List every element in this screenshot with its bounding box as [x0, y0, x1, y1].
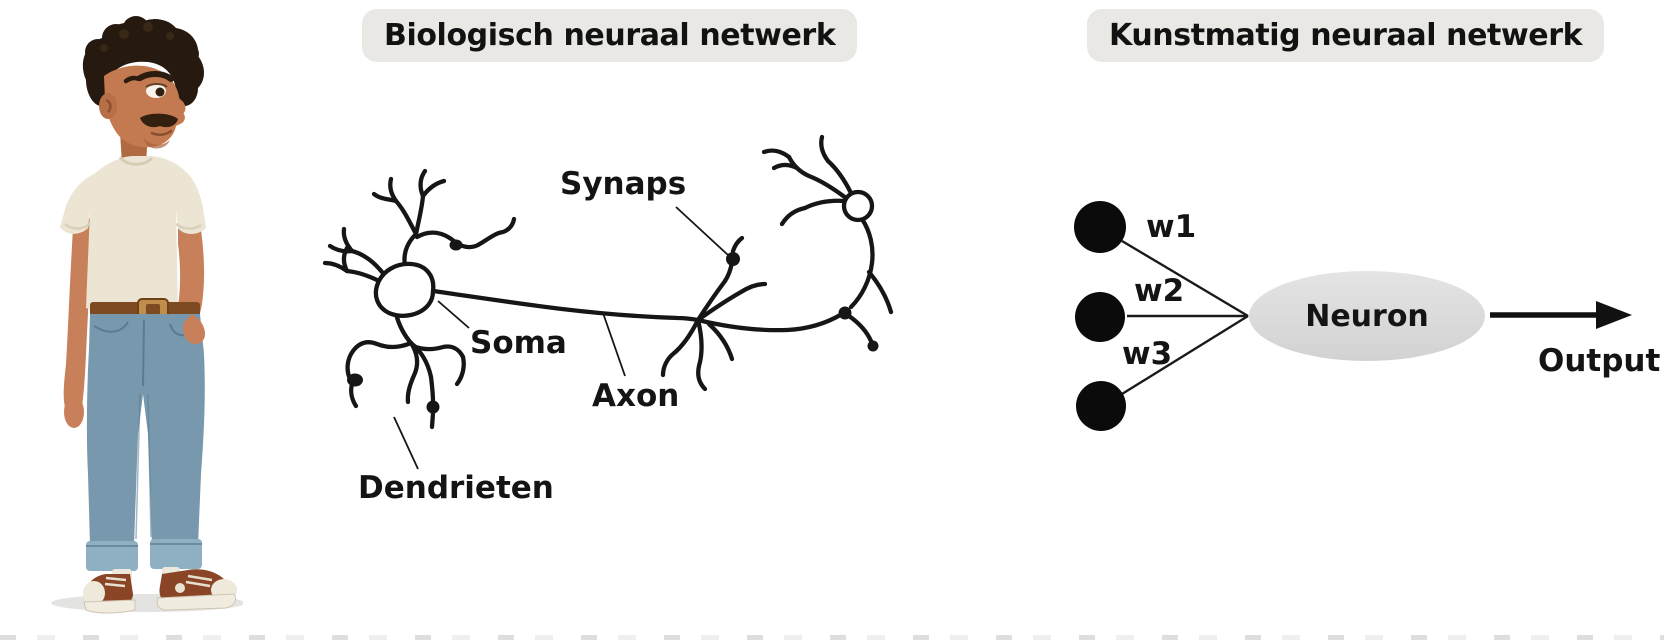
input-node-2	[1075, 292, 1125, 342]
man-head	[82, 16, 204, 149]
axon-line	[430, 288, 701, 323]
second-neuron-soma	[841, 189, 875, 223]
weight-label-1: w1	[1146, 209, 1197, 245]
weight-label-3: w3	[1122, 336, 1173, 372]
weight-line-3	[1121, 314, 1249, 396]
synapse-pointer-line	[675, 206, 729, 256]
man-illustration	[51, 16, 243, 614]
biological-neuron-drawing	[322, 134, 894, 470]
ann-diagram	[1074, 201, 1632, 431]
output-label: Output	[1538, 343, 1661, 379]
axon-pointer-line	[602, 312, 626, 377]
input-node-3	[1076, 381, 1126, 431]
neuron-label: Neuron	[1305, 299, 1429, 334]
biological-network-title: Biologisch neuraal netwerk	[362, 9, 858, 62]
weight-label-2: w2	[1134, 273, 1185, 309]
weight-line-1	[1121, 239, 1249, 318]
input-node-1	[1074, 201, 1126, 253]
soma-pointer-line	[437, 300, 470, 329]
soma-shape	[373, 261, 436, 318]
dendrite-bouton	[347, 373, 363, 387]
axon-label: Axon	[592, 378, 680, 414]
soma-label: Soma	[470, 325, 567, 361]
output-arrow-head	[1596, 301, 1632, 329]
synapse-label: Synaps	[560, 166, 687, 202]
dendrites-pointer-line	[393, 416, 419, 470]
dendrites-label: Dendrieten	[358, 470, 554, 506]
synapse-dot	[726, 252, 740, 266]
neuron-ellipse	[1249, 271, 1485, 361]
bottom-edge-artifact	[0, 635, 1664, 640]
artificial-network-title: Kunstmatig neuraal netwerk	[1087, 9, 1605, 62]
